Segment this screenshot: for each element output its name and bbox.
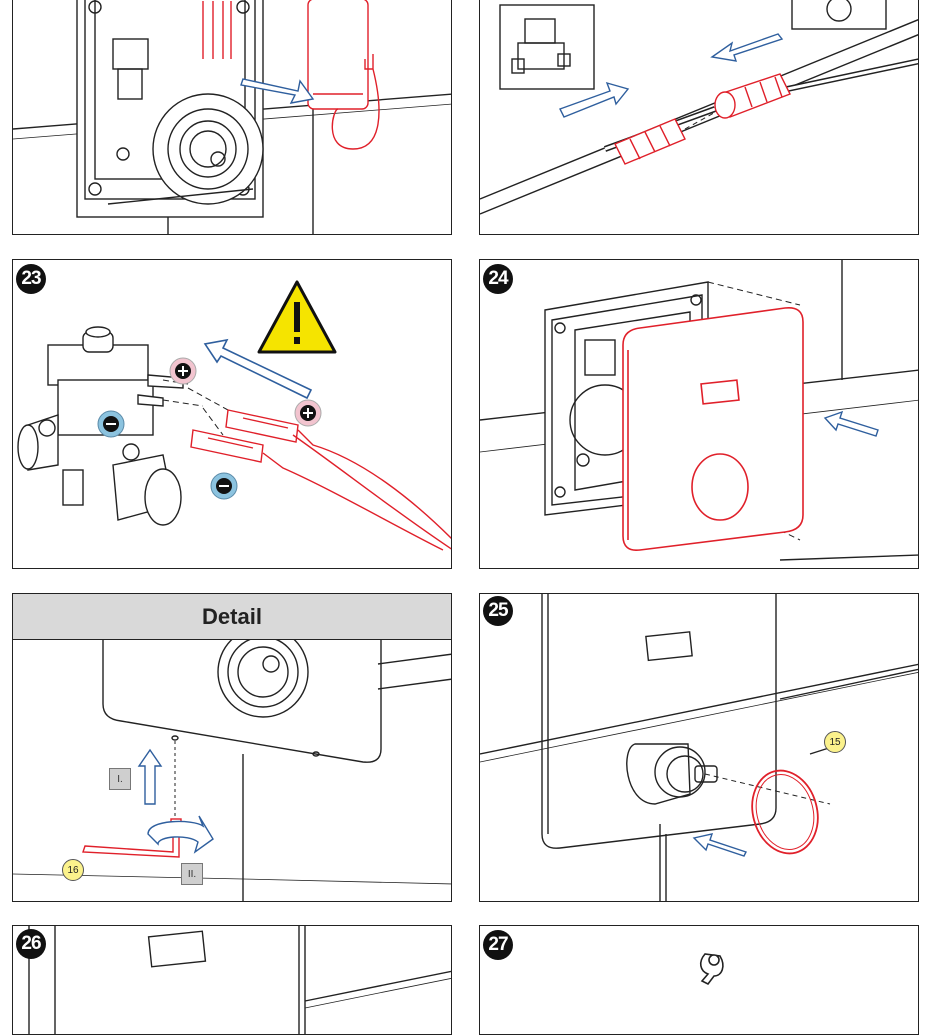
detail-title: Detail xyxy=(13,594,451,640)
minus-icon xyxy=(97,410,125,438)
callout-15: 15 xyxy=(824,731,846,753)
illustration-detail-screw xyxy=(13,626,451,901)
panel-step-24: 24 xyxy=(479,259,919,569)
panel-cable-connect xyxy=(479,0,919,235)
panel-step-27: 27 xyxy=(479,925,919,1035)
minus-icon xyxy=(210,472,238,500)
step-tag-ii: II. xyxy=(181,863,203,885)
step-number: 23 xyxy=(16,264,46,294)
illustration-solenoid-wiring xyxy=(17,280,451,551)
step-number: 24 xyxy=(483,264,513,294)
plus-icon xyxy=(169,357,197,385)
panel-detail: Detail I. II. 16 xyxy=(12,593,452,902)
illustration-cover-front xyxy=(28,926,451,1034)
step-tag-i: I. xyxy=(109,768,131,790)
step-number: 26 xyxy=(16,929,46,959)
panel-valve-battery-install xyxy=(12,0,452,235)
plus-icon xyxy=(294,399,322,427)
illustration-seal-ring xyxy=(480,594,918,901)
illustration-box-battery xyxy=(13,0,451,234)
panel-step-26: 26 xyxy=(12,925,452,1035)
illustration-cable-connect xyxy=(480,0,918,215)
callout-16: 16 xyxy=(62,859,84,881)
panel-step-25: 25 15 xyxy=(479,593,919,902)
step-number: 25 xyxy=(483,596,513,626)
illustration-cover-mount xyxy=(480,260,918,561)
warning-triangle-icon xyxy=(257,280,337,354)
illustration-key-fob xyxy=(699,953,724,986)
panel-step-23: 23 xyxy=(12,259,452,569)
step-number: 27 xyxy=(483,930,513,960)
